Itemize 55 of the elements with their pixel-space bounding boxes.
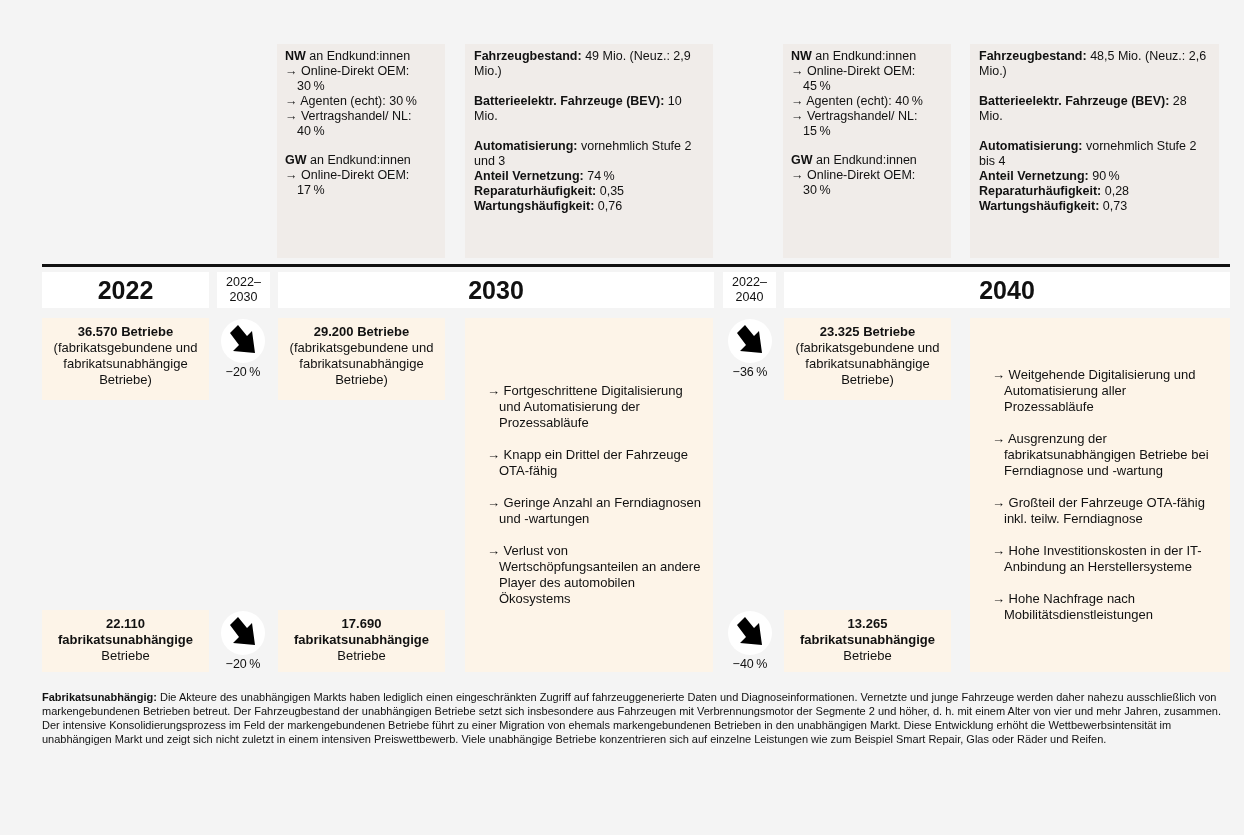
text-line: → Vertragshandel/ NL: 40 %: [285, 109, 413, 139]
text-line: (fabrikatsgebundene und fabrikatsunabhängige Betriebe): [288, 340, 435, 388]
text-line: → Großteil der Fahrzeuge OTA-fähig inkl. teilw. Ferndiagnose: [992, 495, 1206, 527]
change-percentage: −36 %: [731, 365, 769, 379]
text-line: NW an Endkund:innen: [285, 49, 412, 64]
text-line: Anteil Vernetzung: 74 %: [474, 169, 616, 184]
period-header: 2022– 2040: [723, 272, 776, 308]
text-line: Anteil Vernetzung: 90 %: [979, 169, 1121, 184]
text-line: Wartungshäufigkeit: 0,76: [474, 199, 624, 214]
footnote: Fabrikatsunabhängig: Die Akteure des unabhängigen Markts haben lediglich einen eingeschränkten Zugriff auf fahrzeuggenerierte Daten und Diagnoseinformationen. Vernetzte und junge Fahrzeuge werden daher nahezu ausschließlich von markengebundenen Betrieben betreut. Der Fahrzeugbestand der unabhängigen Betriebe setzt sich insbesondere aus Fahrzeugen mit Verbrennungsmotor der Segmente 2 und höher, d. h. mit einem Alter von vier und mehr Jahren, zusammen. Der intensive Konsolidierungsprozess im Feld der markengebundenen Betriebe führt zu einer Migration von ehemals markengebundenen Betrieben in den unabhängigen Markt. Diese Entwicklung erhöht die Wettbewerbsintensität im unabhängigen Markt und zeigt sich nicht zuletzt in einem intensiven Preiswettbewerb. Viele unabhängige Betriebe konzentrieren sich auf einzelne Leistungen wie zum Beispiel Smart Repair, Glas oder Räder und Reifen.: [42, 690, 1222, 746]
text-line: → Vertragshandel/ NL: 15 %: [791, 109, 919, 139]
change-percentage: −20 %: [224, 657, 262, 671]
text-line: 22.110 fabrikatsunabhängige: [56, 616, 195, 648]
text-line: Automatisierung: vornehmlich Stufe 2 und 3: [474, 139, 693, 169]
text-line: 17.690 fabrikatsunabhängige: [292, 616, 431, 648]
text-line: 13.265 fabrikatsunabhängige: [798, 616, 937, 648]
text-line: 36.570 Betriebe: [76, 324, 175, 340]
text-line: → Online-Direkt OEM: 30 %: [285, 64, 411, 94]
text-line: → Online-Direkt OEM: 45 %: [791, 64, 917, 94]
text-line: Reparaturhäufigkeit: 0,28: [979, 184, 1131, 199]
text-line: → Agenten (echt): 40 %: [791, 94, 924, 109]
year-header: 2022: [42, 272, 209, 308]
text-line: Betriebe: [100, 648, 151, 664]
text-line: Wartungshäufigkeit: 0,73: [979, 199, 1129, 214]
text-line: (fabrikatsgebundene und fabrikatsunabhängige Betriebe): [52, 340, 199, 388]
text-line: → Hohe Nachfrage nach Mobilitätsdienstleistungen: [992, 591, 1154, 623]
text-line: NW an Endkund:innen: [791, 49, 918, 64]
text-line: → Online-Direkt OEM: 30 %: [791, 168, 917, 198]
year-header: 2040: [784, 272, 1230, 308]
text-line: GW an Endkund:innen: [285, 153, 412, 168]
change-percentage: −40 %: [731, 657, 769, 671]
text-line: → Agenten (echt): 30 %: [285, 94, 418, 109]
text-line: 29.200 Betriebe: [312, 324, 411, 340]
change-percentage: −20 %: [224, 365, 262, 379]
text-line: → Hohe Investitionskosten in der IT-Anbindung an Herstellersysteme: [992, 543, 1203, 575]
text-line: → Geringe Anzahl an Ferndiagnosen und -wartungen: [487, 495, 701, 527]
period-header: 2022– 2030: [217, 272, 270, 308]
text-line: Batterieelektr. Fahrzeuge (BEV): 10 Mio.: [474, 94, 683, 124]
text-line: Batterieelektr. Fahrzeuge (BEV): 28 Mio.: [979, 94, 1188, 124]
text-line: → Verlust von Wertschöpfungsanteilen an andere Player des automobilen Ökosystems: [487, 543, 701, 607]
text-line: Reparaturhäufigkeit: 0,35: [474, 184, 626, 199]
text-line: Fahrzeugbestand: 48,5 Mio. (Neuz.: 2,6 Mio.): [979, 49, 1208, 79]
text-line: Betriebe: [336, 648, 387, 664]
text-line: Fahrzeugbestand: 49 Mio. (Neuz.: 2,9 Mio.): [474, 49, 692, 79]
text-line: Betriebe: [842, 648, 893, 664]
text-line: Automatisierung: vornehmlich Stufe 2 bis 4: [979, 139, 1198, 169]
text-line: → Weitgehende Digitalisierung und Automatisierung aller Prozessabläufe: [992, 367, 1197, 415]
text-line: → Ausgrenzung der fabrikatsunabhängigen Betriebe bei Ferndiagnose und -wartung: [992, 431, 1210, 479]
year-header: 2030: [278, 272, 714, 308]
text-line: (fabrikatsgebundene und fabrikatsunabhängige Betriebe): [794, 340, 941, 388]
text-line: → Knapp ein Drittel der Fahrzeuge OTA-fähig: [487, 447, 689, 479]
text-line: → Fortgeschrittene Digitalisierung und Automatisierung der Prozessabläufe: [487, 383, 684, 431]
text-line: → Online-Direkt OEM: 17 %: [285, 168, 411, 198]
text-line: 23.325 Betriebe: [818, 324, 917, 340]
text-line: GW an Endkund:innen: [791, 153, 918, 168]
